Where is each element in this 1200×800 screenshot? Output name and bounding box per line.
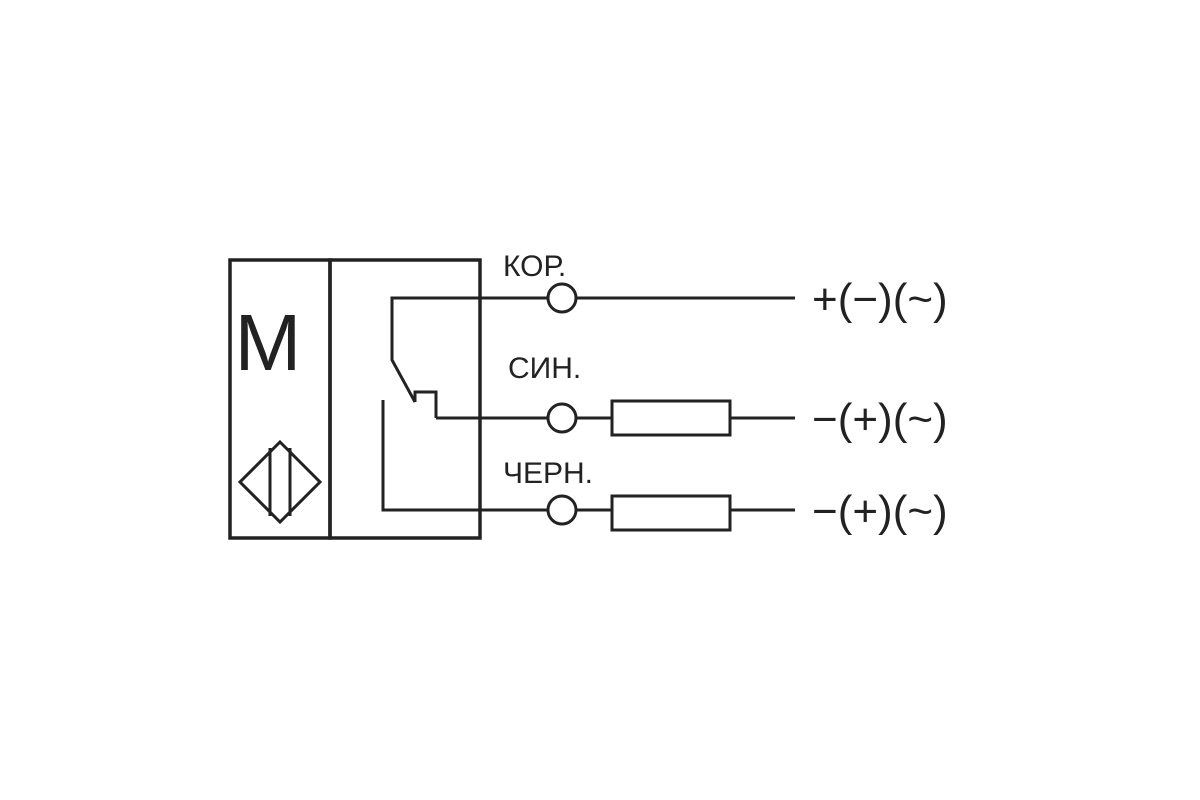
wire-label-blue: СИН. xyxy=(508,352,581,385)
load-resistor-blue xyxy=(610,399,732,437)
wire-brown: КОР. +(−)(~) xyxy=(503,250,948,324)
load-resistor-black xyxy=(610,494,732,532)
inductive-sensor-icon xyxy=(237,439,323,525)
polarity-black: −(+)(~) xyxy=(812,487,948,536)
wire-black: ЧЕРН. −(+)(~) xyxy=(503,457,948,536)
terminal-black xyxy=(546,494,578,526)
sensor-right-section xyxy=(328,258,482,540)
wire-label-black: ЧЕРН. xyxy=(503,457,593,490)
sensor-letter: M xyxy=(235,298,302,387)
polarity-brown: +(−)(~) xyxy=(812,275,948,324)
terminal-brown xyxy=(546,282,578,314)
polarity-blue: −(+)(~) xyxy=(812,395,948,444)
wire-blue: СИН. −(+)(~) xyxy=(508,352,948,444)
terminal-blue xyxy=(546,402,578,434)
wire-label-brown: КОР. xyxy=(503,250,566,283)
switch-contact xyxy=(381,296,548,512)
